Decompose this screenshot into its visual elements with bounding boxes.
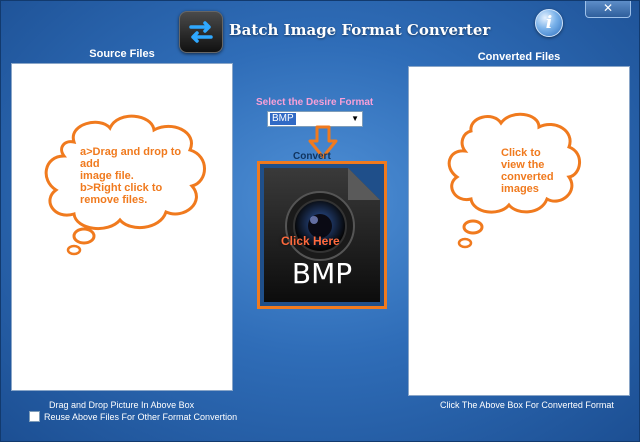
source-panel-title: Source Files bbox=[89, 48, 155, 60]
source-instruction-line: add bbox=[80, 158, 100, 170]
down-arrow-icon bbox=[308, 125, 338, 159]
converted-instruction-line: Click to bbox=[501, 147, 541, 159]
format-selected-value: BMP bbox=[270, 113, 296, 125]
close-button[interactable]: ✕ bbox=[585, 1, 631, 18]
bmp-file-icon bbox=[264, 168, 380, 302]
format-label: Select the Desire Format bbox=[256, 97, 374, 108]
source-files-dropzone[interactable]: a>Drag and drop to add image file. b>Rig… bbox=[11, 63, 233, 391]
converted-hint: Click The Above Box For Converted Format bbox=[440, 400, 614, 410]
converted-instruction-line: view the bbox=[501, 159, 545, 171]
app-title: Batch Image Format Converter bbox=[229, 21, 491, 39]
thought-cloud-icon bbox=[44, 114, 206, 256]
convert-label: Convert bbox=[293, 151, 331, 162]
info-button[interactable]: i bbox=[535, 9, 563, 37]
reuse-files-label: Reuse Above Files For Other Format Conve… bbox=[44, 412, 238, 422]
source-instruction-line: a>Drag and drop to bbox=[80, 146, 182, 158]
converted-instructions: Click to view the converted images bbox=[501, 147, 554, 195]
reuse-files-checkbox[interactable] bbox=[29, 411, 40, 422]
chevron-down-icon: ▼ bbox=[351, 114, 359, 123]
close-icon: ✕ bbox=[602, 1, 614, 15]
format-preview-text: BMP bbox=[291, 257, 353, 290]
info-icon: i bbox=[545, 13, 553, 33]
source-instruction-line: b>Right click to bbox=[80, 182, 163, 194]
source-instructions: a>Drag and drop to add image file. b>Rig… bbox=[80, 146, 181, 206]
source-hint: Drag and Drop Picture In Above Box bbox=[49, 400, 195, 410]
thought-cloud-icon bbox=[447, 112, 581, 249]
app-logo bbox=[179, 11, 223, 53]
converted-panel-title: Converted Files bbox=[477, 51, 561, 63]
converted-instruction-line: images bbox=[501, 183, 539, 195]
click-here-label: Click Here bbox=[281, 234, 340, 248]
reuse-files-checkbox-row[interactable]: Reuse Above Files For Other Format Conve… bbox=[29, 411, 237, 422]
converted-instruction-line: converted bbox=[501, 171, 554, 183]
swap-arrows-icon bbox=[189, 21, 213, 43]
format-select[interactable]: BMP ▼ bbox=[267, 111, 363, 127]
converted-files-box[interactable]: Click to view the converted images bbox=[408, 66, 630, 396]
source-instruction-line: image file. bbox=[80, 170, 134, 182]
source-instruction-line: remove files. bbox=[80, 194, 148, 206]
convert-button[interactable] bbox=[257, 161, 387, 309]
